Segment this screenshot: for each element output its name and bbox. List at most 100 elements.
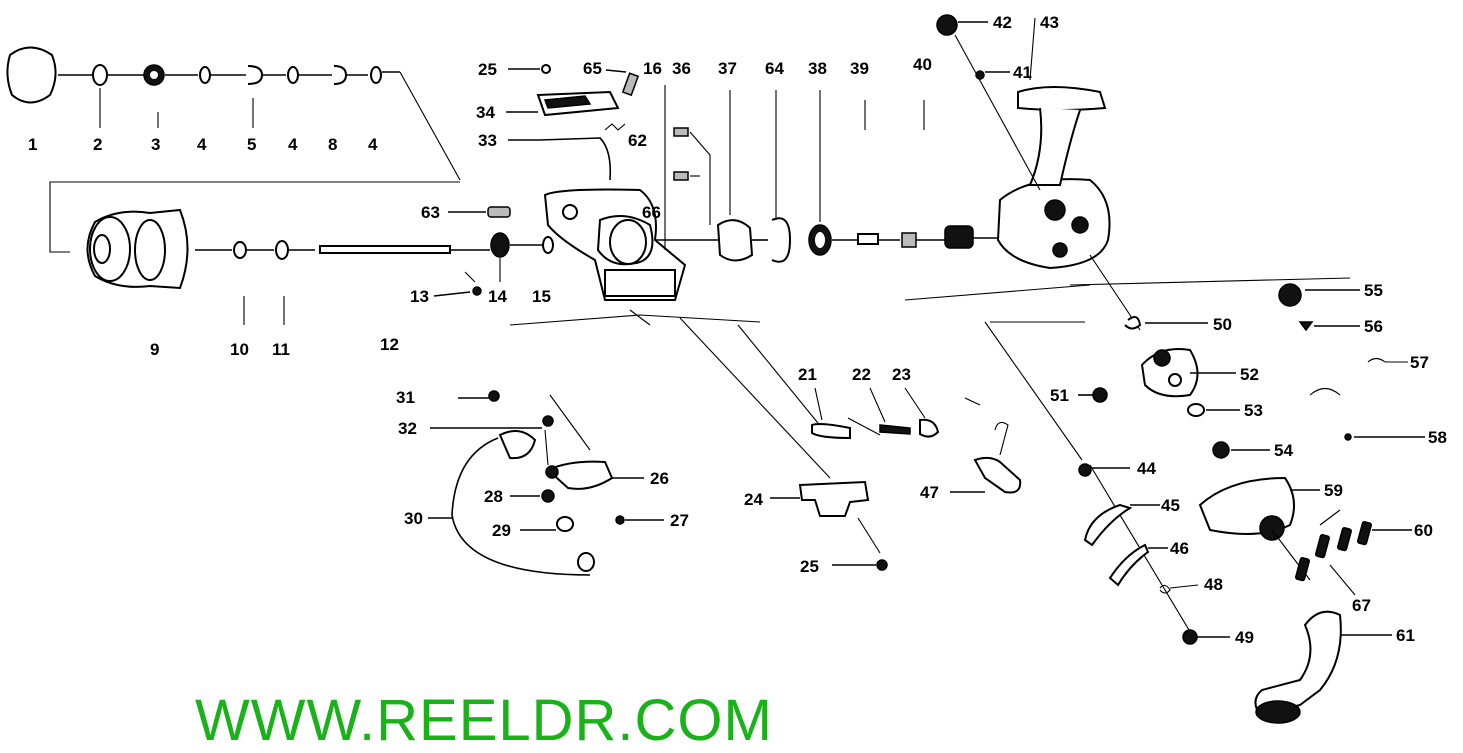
- callout-25-bottom: 25: [800, 557, 819, 576]
- part-2-washer: [92, 64, 108, 86]
- part-22-spring: [879, 424, 911, 435]
- part-40-pinion-gear: [944, 225, 974, 249]
- part-8-drag-disc: [333, 65, 348, 85]
- callout-46: 46: [1170, 539, 1189, 558]
- part-24-bail-bracket: [798, 480, 870, 517]
- part-32-bail-mount: [498, 430, 537, 460]
- callout-43: 43: [1040, 13, 1059, 32]
- part-4-washer-c: [370, 66, 382, 84]
- part-46-lever: [1108, 543, 1150, 587]
- callout-49: 49: [1235, 628, 1254, 647]
- callout-66: 66: [642, 203, 661, 222]
- bail-assembly: [428, 390, 664, 576]
- callout-45: 45: [1161, 496, 1180, 515]
- callout-12: 12: [380, 335, 399, 354]
- part-33-bail-trip: [539, 137, 612, 181]
- callout-41: 41: [1013, 63, 1032, 82]
- callout-34: 34: [476, 103, 495, 122]
- callout-13: 13: [410, 287, 429, 306]
- part-31-screw: [488, 390, 500, 402]
- part-21-pin: [811, 423, 851, 440]
- trip-lever-parts: [950, 321, 1230, 645]
- part-29-line-roller: [577, 552, 595, 572]
- callout-8: 8: [328, 135, 337, 154]
- part-56-pawl: [1298, 321, 1314, 332]
- part-10-washer: [233, 241, 247, 259]
- callout-65: 65: [583, 59, 602, 78]
- part-54-bushing: [1212, 441, 1230, 459]
- part-14-pinion: [490, 232, 510, 258]
- callout-3: 3: [151, 135, 160, 154]
- part-50-clip: [1124, 315, 1142, 330]
- callout-31: 31: [396, 388, 415, 407]
- callout-62: 62: [628, 131, 647, 150]
- callout-57: 57: [1410, 353, 1429, 372]
- part-45-lever: [1083, 503, 1133, 547]
- callout-40: 40: [913, 55, 932, 74]
- part-25-screw-top: [541, 64, 551, 74]
- part-58-pin: [1344, 433, 1352, 441]
- part-11-washer: [275, 240, 289, 260]
- part-5-drag-disc: [247, 65, 264, 85]
- callout-32: 32: [398, 419, 417, 438]
- part-64-clip: [771, 217, 792, 263]
- callout-61: 61: [1396, 626, 1415, 645]
- callout-24: 24: [744, 490, 763, 509]
- callout-63: 63: [421, 203, 440, 222]
- callout-21: 21: [798, 365, 817, 384]
- callout-44: 44: [1137, 459, 1156, 478]
- part-51-screw: [1092, 387, 1108, 403]
- part-48-clip: [1159, 584, 1171, 594]
- callout-16: 16: [643, 59, 662, 78]
- rotor-and-frame: [448, 64, 718, 301]
- callout-59: 59: [1324, 481, 1343, 500]
- callout-9: 9: [150, 340, 159, 359]
- part-body-housing: [996, 178, 1111, 270]
- part-27-screw: [615, 515, 625, 525]
- callout-22: 22: [852, 365, 871, 384]
- bail-spring-parts: [509, 309, 940, 571]
- part-62-spring: [604, 123, 626, 131]
- callout-52: 52: [1240, 365, 1259, 384]
- drag-stack-row: [6, 46, 461, 181]
- callout-15: 15: [532, 287, 551, 306]
- part-37-bearing-housing: [716, 219, 754, 262]
- part-43-foot: [1017, 86, 1107, 111]
- callout-39: 39: [850, 59, 869, 78]
- callout-29: 29: [492, 521, 511, 540]
- callout-25-top: 25: [478, 60, 497, 79]
- part-29-roller: [556, 516, 574, 532]
- part-60-screw: [1356, 521, 1372, 546]
- callout-labels: 1 2 3 4 5 4 8 4 9 10 11 12 13 14 15 16 2…: [28, 13, 1447, 647]
- part-32-screw: [542, 415, 554, 427]
- part-13-screw: [472, 286, 482, 296]
- part-39-collar: [857, 233, 879, 245]
- part-25-screw-bottom: [876, 559, 888, 571]
- callout-5: 5: [247, 135, 256, 154]
- anti-reverse-cluster: [904, 277, 1425, 724]
- part-42-screw: [936, 14, 958, 36]
- reel-body: [936, 14, 1141, 331]
- part-4-washer-b: [287, 66, 299, 84]
- callout-11: 11: [272, 340, 290, 359]
- part-53-oring: [1187, 403, 1205, 417]
- callout-42: 42: [993, 13, 1012, 32]
- gear-stack: [716, 90, 1000, 263]
- callout-48: 48: [1204, 575, 1223, 594]
- callout-23: 23: [892, 365, 911, 384]
- part-57-spring: [1367, 357, 1386, 363]
- part-30-bail-wire: [451, 437, 591, 576]
- callout-26: 26: [650, 469, 669, 488]
- callout-28: 28: [484, 487, 503, 506]
- callout-30: 30: [404, 509, 423, 528]
- callout-54: 54: [1274, 441, 1293, 460]
- part-12-main-shaft: [319, 245, 451, 254]
- callout-56: 56: [1364, 317, 1383, 336]
- callout-53: 53: [1244, 401, 1263, 420]
- part-49-screw: [1182, 629, 1198, 645]
- callout-1: 1: [28, 135, 37, 154]
- part-41-washer: [975, 70, 985, 80]
- part-36-screw: [673, 127, 689, 137]
- spool-assembly: [49, 181, 554, 325]
- callout-64: 64: [765, 59, 784, 78]
